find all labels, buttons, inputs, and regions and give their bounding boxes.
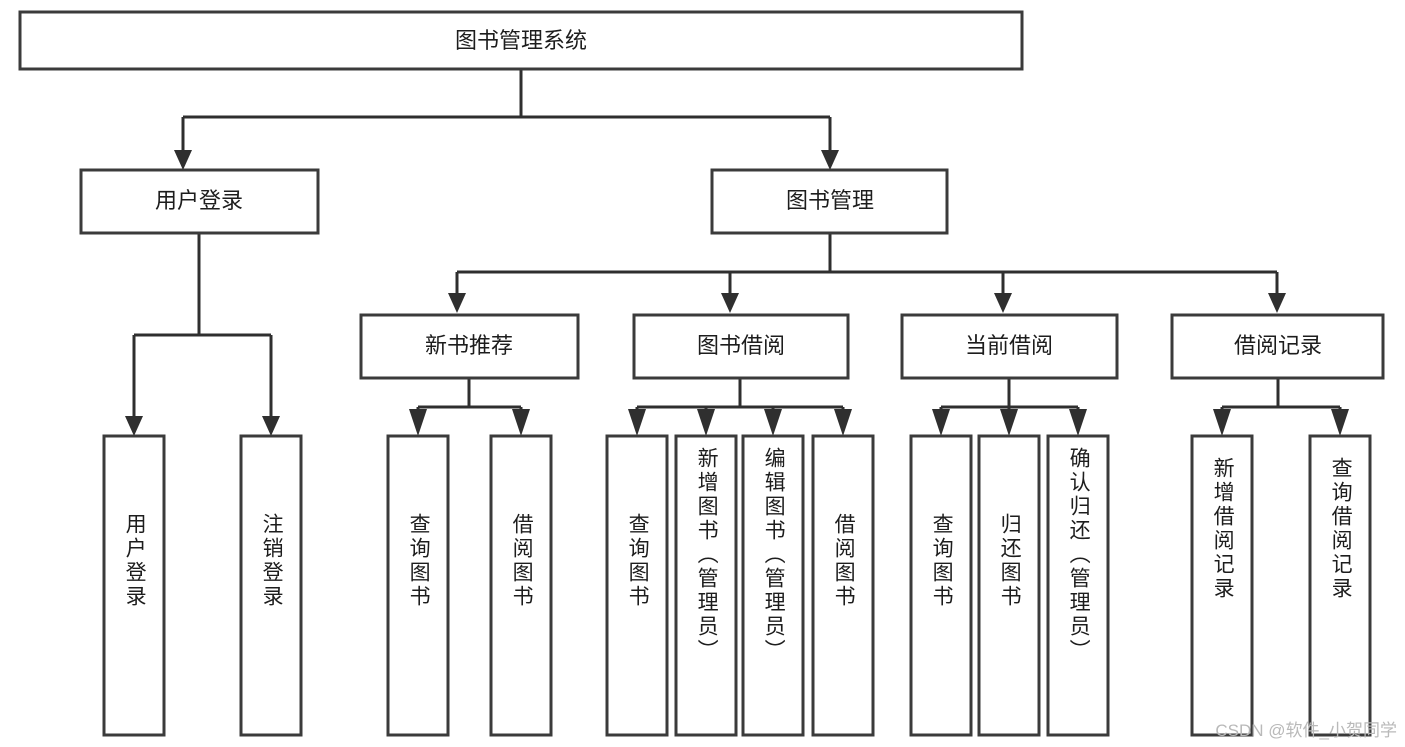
node-current-borrow[interactable]: 当前借阅 [900,313,1119,380]
node-leaf-edit-book-box[interactable] [741,434,805,737]
connector-root-to-level1 [181,69,832,150]
node-leaf-query-book-2-box[interactable] [605,434,669,737]
node-leaf-add-record-box[interactable] [1190,434,1254,737]
node-book-borrow-box[interactable] [632,313,850,380]
arrow-to-leaf-query-book-1 [409,409,427,436]
arrow-to-leaf-return-book [1000,409,1018,436]
arrow-to-leaf-add-book [697,409,715,436]
node-leaf-query-book-1-box[interactable] [386,434,450,737]
node-borrow-record-box[interactable] [1170,313,1385,380]
arrow-to-book-borrow [721,293,739,313]
arrow-to-book-manage [821,150,839,170]
node-leaf-user-login-box[interactable] [102,434,166,737]
node-new-book-recommend[interactable]: 新书推荐 [359,313,580,380]
connector-user-login-to-leaves [132,233,273,416]
arrow-to-leaf-logout [262,416,280,436]
arrow-to-leaf-edit-book [764,409,782,436]
node-borrow-record-label: 借阅记录 [1234,333,1322,358]
node-user-login[interactable]: 用户登录 [79,168,320,235]
arrow-to-user-login [174,150,192,170]
watermark-text: CSDN @软件_小贺同学 [1215,721,1397,740]
node-book-borrow-label: 图书借阅 [697,333,785,358]
arrow-to-leaf-query-book-3 [932,409,950,436]
node-leaf-return-book-box[interactable] [977,434,1041,737]
node-new-book-recommend-label: 新书推荐 [425,333,513,358]
arrow-to-leaf-borrow-book-1 [512,409,530,436]
node-leaf-query-record-box[interactable] [1308,434,1372,737]
node-root-label: 图书管理系统 [455,28,587,53]
arrow-to-leaf-borrow-book-2 [834,409,852,436]
arrow-to-leaf-query-book-2 [628,409,646,436]
node-new-book-recommend-box[interactable] [359,313,580,380]
arrow-to-leaf-user-login [125,416,143,436]
node-root-box[interactable] [18,10,1024,71]
node-book-borrow[interactable]: 图书借阅 [632,313,850,380]
connector-borrow-record-to-leaves [1220,378,1342,416]
arrow-to-current-borrow [994,293,1012,313]
node-user-login-box[interactable] [79,168,320,235]
node-root[interactable]: 图书管理系统 [18,10,1024,71]
arrow-to-leaf-query-record [1331,409,1349,436]
arrow-to-borrow-record [1268,293,1286,313]
connector-group-book-manage [448,233,1286,313]
connector-group-new-book-recommend [409,378,530,436]
arrow-to-new-book-recommend [448,293,466,313]
connector-new-book-recommend-to-leaves [416,378,523,416]
node-leaf-borrow-book-1-box[interactable] [489,434,553,737]
connector-group-user-login [125,233,280,436]
node-leaf-add-book-box[interactable] [674,434,738,737]
connector-group-root [174,69,839,170]
node-user-login-label: 用户登录 [155,188,243,213]
node-leaf-logout-box[interactable] [239,434,303,737]
connector-group-book-borrow [628,378,852,436]
node-book-manage-label: 图书管理 [786,188,874,213]
node-current-borrow-label: 当前借阅 [965,333,1053,358]
node-book-manage-box[interactable] [710,168,949,235]
node-borrow-record[interactable]: 借阅记录 [1170,313,1385,380]
connector-group-current-borrow [932,378,1087,436]
node-leaf-borrow-book-2-box[interactable] [811,434,875,737]
arrow-to-leaf-add-record [1213,409,1231,436]
node-leaf-query-book-3-box[interactable] [909,434,973,737]
connector-group-borrow-record [1213,378,1349,436]
connector-book-manage-to-level2 [455,233,1279,293]
node-book-manage[interactable]: 图书管理 [710,168,949,235]
node-leaf-confirm-return-box[interactable] [1046,434,1110,737]
connector-book-borrow-to-leaves [635,378,845,416]
node-current-borrow-box[interactable] [900,313,1119,380]
arrow-to-leaf-confirm-return [1069,409,1087,436]
